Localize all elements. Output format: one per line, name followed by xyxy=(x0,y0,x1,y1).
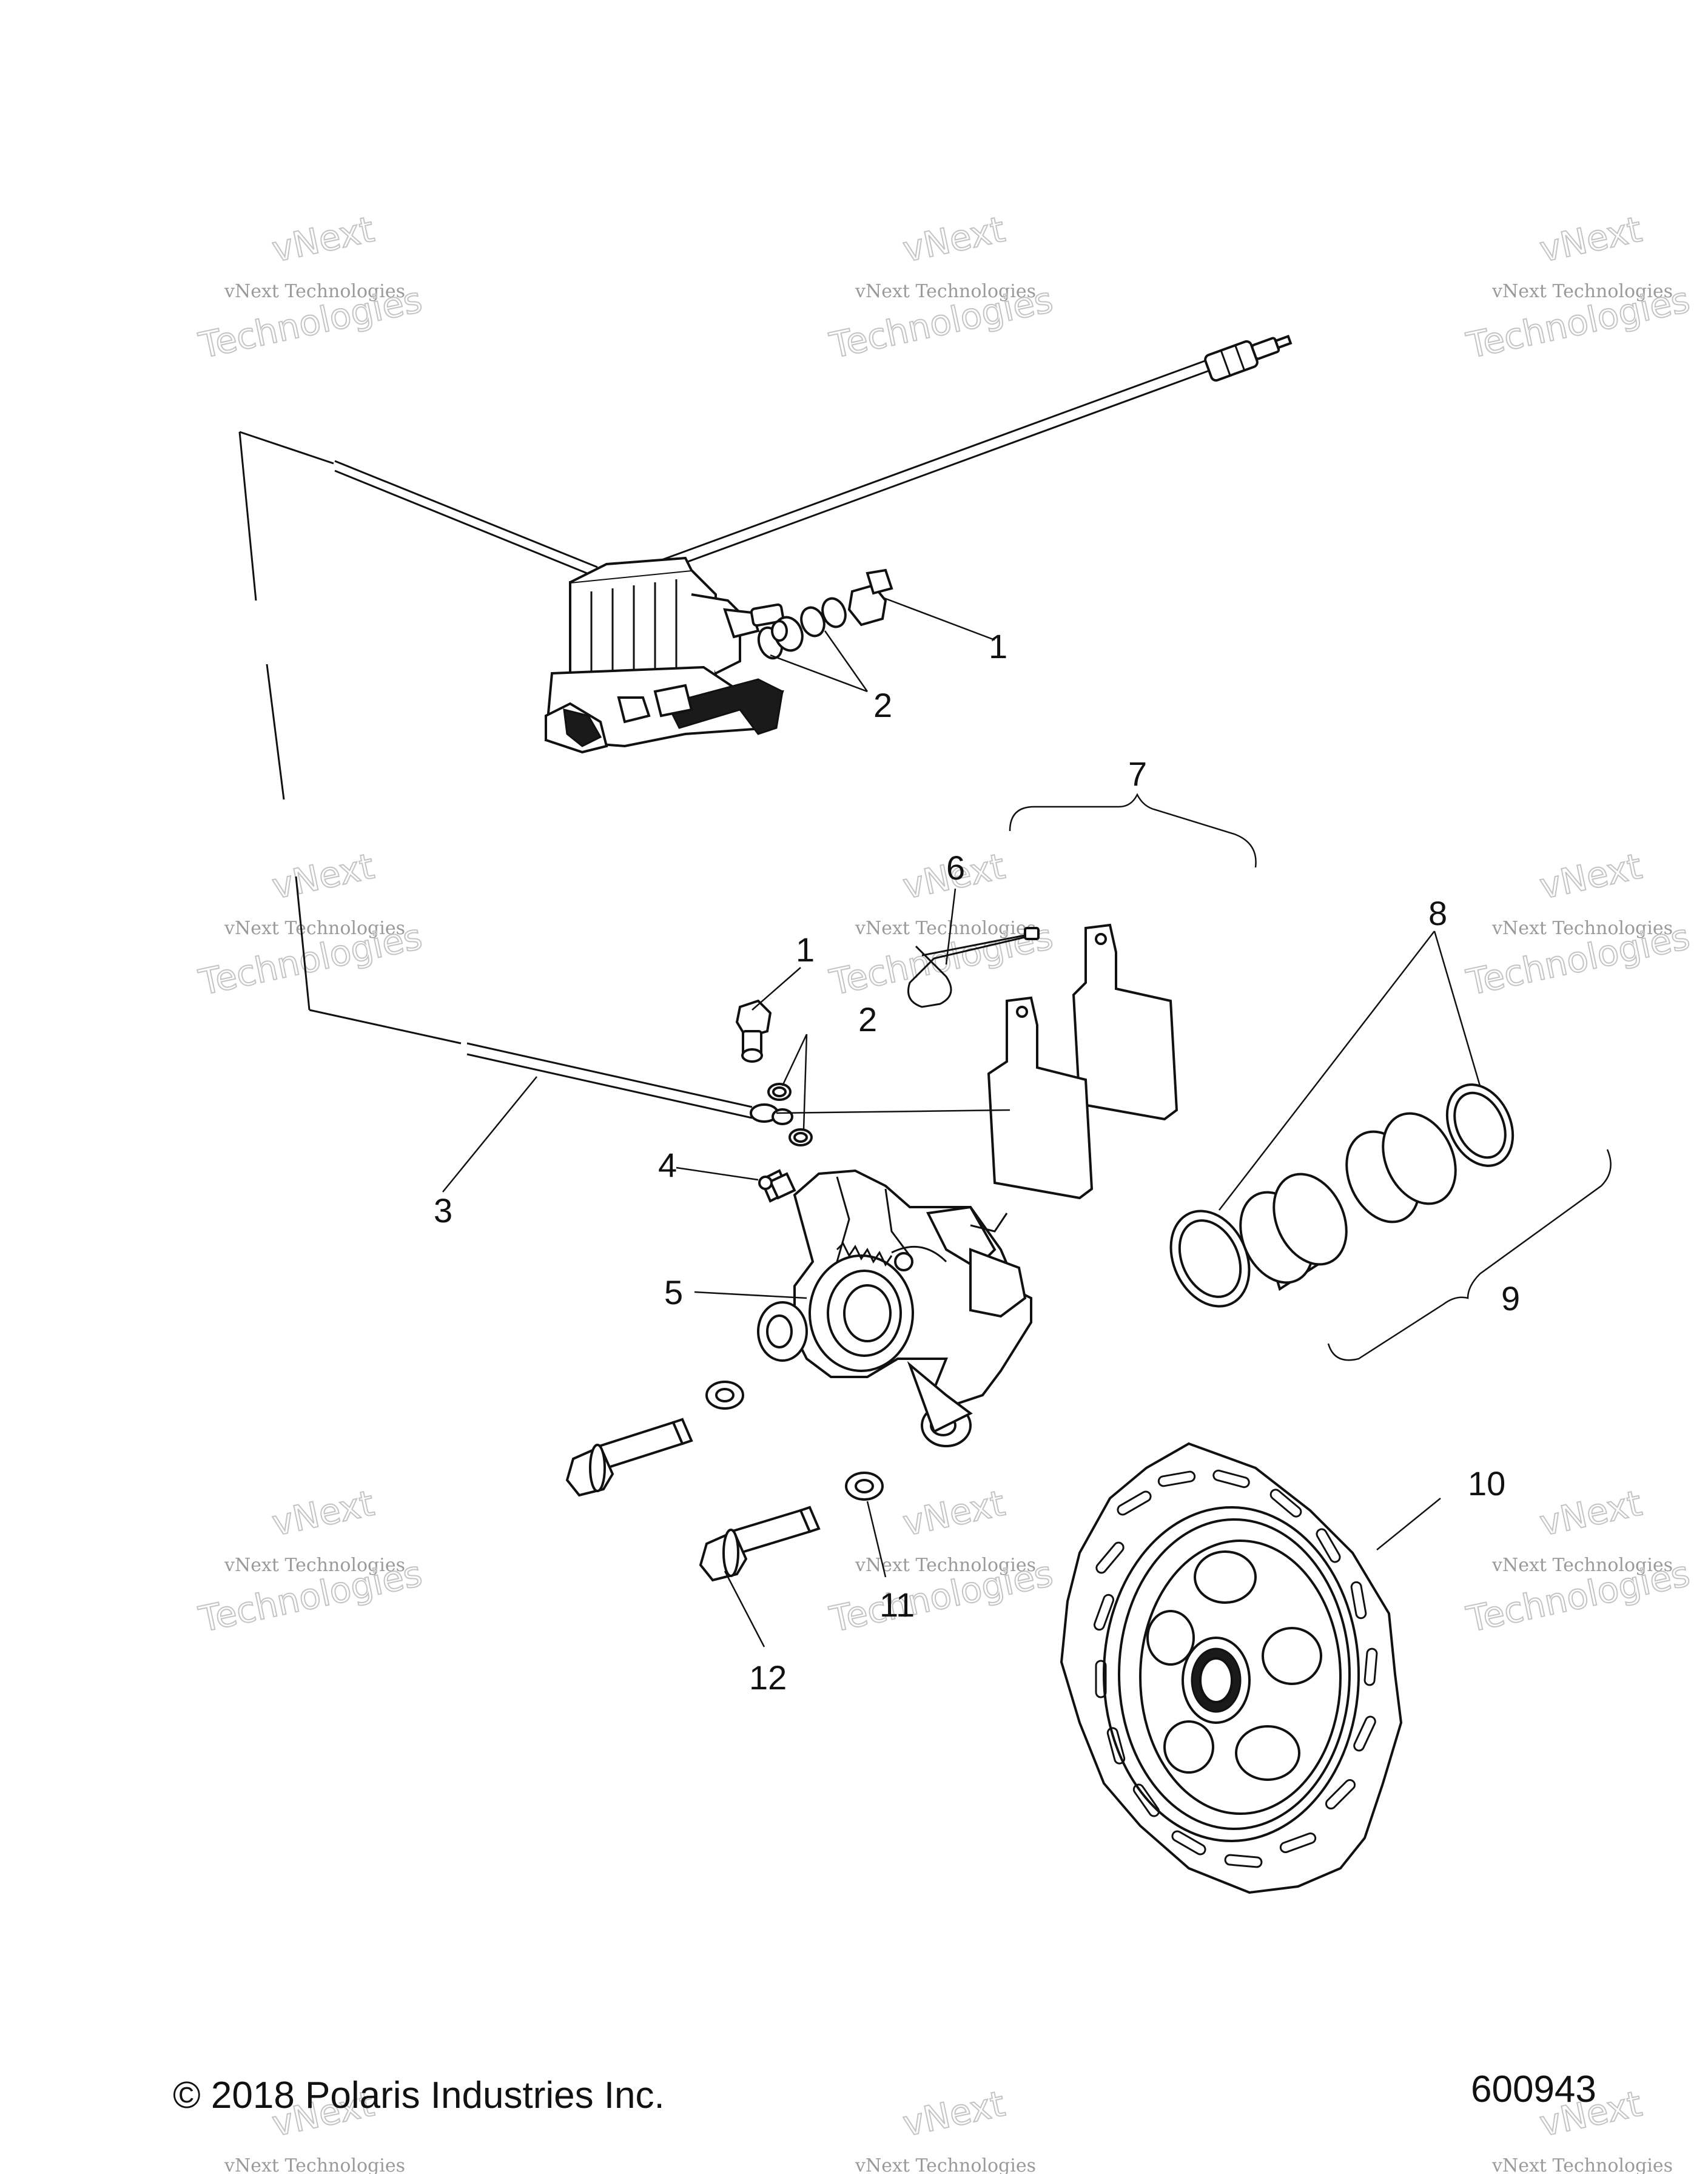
banjo-bolt-lower-icon xyxy=(735,999,772,1063)
banjo-bolt-upper-icon xyxy=(757,568,893,660)
brake-caliper-icon xyxy=(757,1169,1032,1447)
watermark: vNext vNext Technologies Technologies xyxy=(825,1482,1057,1641)
watermark-label: vNext Technologies xyxy=(1491,281,1673,302)
watermark-top: vNext xyxy=(899,2083,1009,2145)
bleeder-valve-icon xyxy=(758,1169,796,1203)
watermark-label: vNext Technologies xyxy=(224,281,405,302)
callout-8: 8 xyxy=(1428,894,1447,932)
watermark-label: vNext Technologies xyxy=(224,918,405,939)
flange-bolt-upper-icon xyxy=(565,1418,693,1497)
line-break-left-2 xyxy=(266,664,285,800)
brake-line-upper-edge xyxy=(606,366,1220,593)
line-break-left-top xyxy=(239,431,334,465)
brake-switch-icon xyxy=(1204,334,1293,382)
figure-number: 600943 xyxy=(1471,2068,1596,2110)
watermark-label: vNext Technologies xyxy=(1491,918,1673,939)
line-break-segment-2 xyxy=(334,469,598,579)
copyright-notice: © 2018 Polaris Industries Inc. xyxy=(173,2075,665,2116)
brake-line xyxy=(238,334,1293,1125)
watermark-top: vNext xyxy=(269,209,378,271)
banjo-fitting-icon xyxy=(750,1103,793,1125)
watermark-label: vNext Technologies xyxy=(855,281,1036,302)
watermark-top: vNext xyxy=(1536,1482,1646,1544)
callout-2-upper: 2 xyxy=(873,686,892,724)
watermark-label: vNext Technologies xyxy=(1491,2155,1673,2174)
watermark: vNext vNext Technologies Technologies xyxy=(825,208,1057,367)
pad-pin-icon xyxy=(907,927,1040,1008)
callout-1-upper: 1 xyxy=(989,627,1007,665)
piston-seal-ring-right-icon xyxy=(1445,1083,1515,1167)
watermark: vNext vNext Technologies xyxy=(855,2082,1036,2174)
piston-left-icon xyxy=(1239,1173,1348,1291)
sealing-washer-lower-icon xyxy=(767,1083,813,1146)
callout-10: 10 xyxy=(1468,1464,1505,1503)
watermark-grid: vNext vNext Technologies Technologies vN… xyxy=(195,208,1694,2174)
washer-upper-icon xyxy=(705,1381,744,1410)
master-cylinder-icon xyxy=(544,556,785,754)
watermark-label: vNext Technologies xyxy=(1491,1555,1673,1576)
watermark-top: vNext xyxy=(899,1482,1009,1544)
callout-1-lower: 1 xyxy=(796,931,815,969)
flange-bolt-lower-icon xyxy=(699,1506,821,1582)
callout-3: 3 xyxy=(434,1191,452,1230)
watermark-label: vNext Technologies xyxy=(224,2155,405,2174)
line-break-left-3 xyxy=(295,876,311,1011)
line-break-bottom-1 xyxy=(309,1009,462,1045)
watermark: vNext vNext Technologies Technologies xyxy=(195,1482,426,1641)
callout-5: 5 xyxy=(664,1273,683,1311)
watermark: vNext vNext Technologies Technologies xyxy=(1462,208,1694,367)
watermark-top: vNext xyxy=(269,846,378,907)
watermark-label: vNext Technologies xyxy=(224,1555,405,1576)
callout-9: 9 xyxy=(1501,1279,1520,1318)
watermark-label: vNext Technologies xyxy=(855,918,1036,939)
watermark-top: vNext xyxy=(1536,846,1646,907)
callouts: 1 2 1 2 3 4 5 6 7 8 9 10 11 12 xyxy=(434,627,1520,1697)
piston-seal-ring-left-icon xyxy=(1169,1210,1251,1308)
brake-pads-icon xyxy=(987,923,1178,1200)
brake-line-upper xyxy=(600,357,1214,584)
callout-11: 11 xyxy=(879,1586,915,1624)
watermark: vNext vNext Technologies Technologies xyxy=(195,845,426,1004)
watermark: vNext vNext Technologies Technologies xyxy=(195,208,426,367)
line-break-left-1 xyxy=(238,431,257,601)
watermark-top: vNext xyxy=(269,1482,378,1544)
watermark-top: vNext xyxy=(899,209,1009,271)
brake-disc-icon xyxy=(1060,1442,1403,1894)
piston-right-icon xyxy=(1345,1112,1457,1223)
washer-lower-icon xyxy=(845,1472,884,1501)
brake-line-lower xyxy=(466,1042,753,1108)
callout-6: 6 xyxy=(946,849,965,887)
brake-line-lower-edge xyxy=(466,1053,753,1119)
callout-2-lower: 2 xyxy=(858,1000,877,1038)
watermark-top: vNext xyxy=(1536,209,1646,271)
leader-lines xyxy=(442,596,1612,1647)
watermark-label: vNext Technologies xyxy=(855,2155,1036,2174)
callout-12: 12 xyxy=(749,1658,787,1697)
watermark: vNext vNext Technologies Technologies xyxy=(825,845,1057,1004)
callout-4: 4 xyxy=(658,1146,677,1184)
callout-7: 7 xyxy=(1128,755,1147,793)
watermark: vNext vNext Technologies Technologies xyxy=(1462,1482,1694,1641)
watermark: vNext vNext Technologies Technologies xyxy=(1462,845,1694,1004)
line-break-segment xyxy=(334,460,598,568)
